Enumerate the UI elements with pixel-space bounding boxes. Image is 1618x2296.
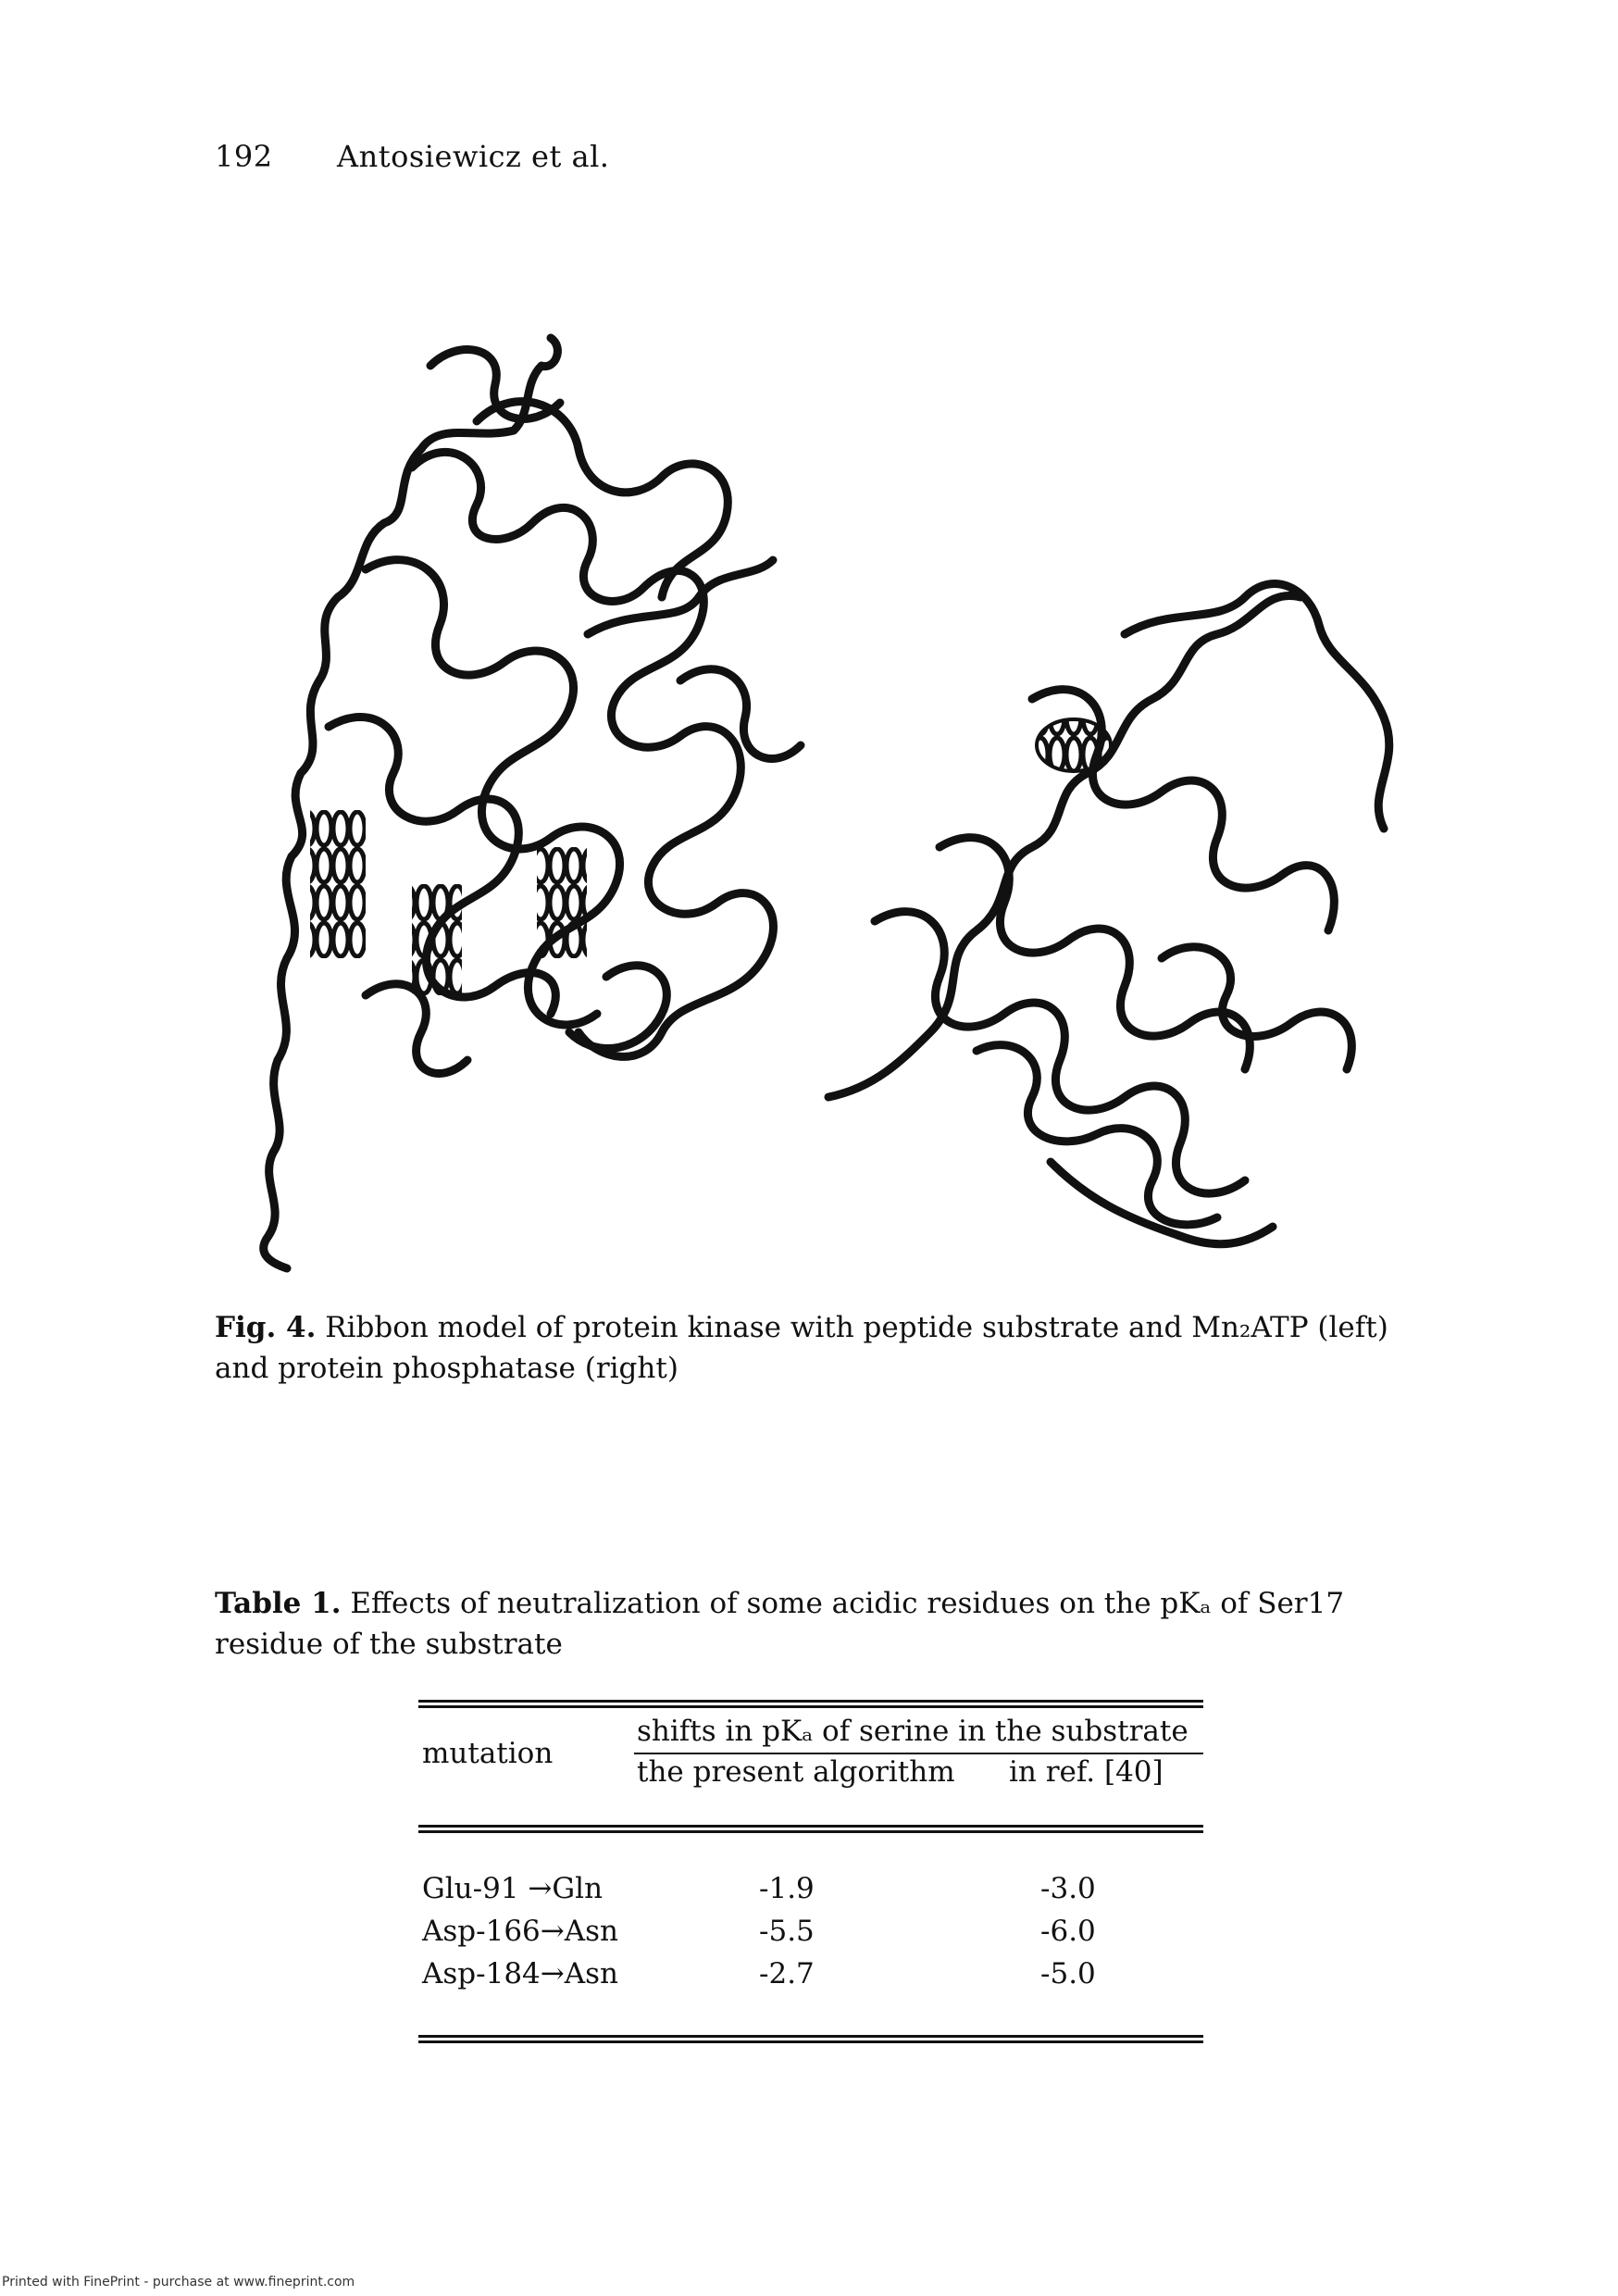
- header-bottom-rule: [418, 1825, 1203, 1828]
- cell-ref: -6.0: [1040, 1915, 1096, 1948]
- cell-present: -1.9: [759, 1872, 815, 1905]
- protein-phosphatase-ribbon: [824, 580, 1394, 1249]
- figure-label: Fig. 4.: [215, 1311, 317, 1344]
- figure-caption: Fig. 4. Ribbon model of protein kinase w…: [215, 1307, 1409, 1389]
- cell-present: -5.5: [759, 1915, 815, 1948]
- column-header-mutation: mutation: [422, 1737, 554, 1770]
- cell-mutation: Asp-166→Asn: [422, 1915, 619, 1948]
- cell-mutation: Glu-91 →Gln: [422, 1872, 604, 1905]
- protein-ribbon-figure: [259, 333, 1394, 1273]
- group-header-rule: [634, 1753, 1203, 1754]
- column-header-present: the present algorithm: [637, 1755, 955, 1789]
- cell-ref: -5.0: [1040, 1957, 1096, 1990]
- page-number: 192: [215, 139, 273, 174]
- table-top-rule: [418, 1700, 1203, 1703]
- cell-mutation: Asp-184→Asn: [422, 1957, 619, 1990]
- header-bottom-rule-2: [418, 1830, 1203, 1833]
- print-footer: Printed with FinePrint - purchase at www…: [2, 2275, 355, 2290]
- table-top-rule-2: [418, 1705, 1203, 1708]
- table-caption-text: Effects of neutralization of some acidic…: [215, 1587, 1345, 1661]
- table-bottom-rule: [418, 2035, 1203, 2038]
- column-header-ref: in ref. [40]: [1009, 1755, 1164, 1789]
- helix-left-3: [537, 847, 587, 958]
- page-header: 192 Antosiewicz et al.: [215, 139, 609, 174]
- table-caption: Table 1. Effects of neutralization of so…: [215, 1583, 1409, 1665]
- helix-left-1: [310, 810, 366, 958]
- table-label: Table 1.: [215, 1587, 342, 1620]
- helix-left-2: [412, 884, 462, 995]
- table-bottom-rule-2: [418, 2040, 1203, 2043]
- cell-ref: -3.0: [1040, 1872, 1096, 1905]
- protein-kinase-ribbon: [259, 333, 805, 1273]
- cell-present: -2.7: [759, 1957, 815, 1990]
- running-authors: Antosiewicz et al.: [337, 139, 610, 174]
- figure-caption-text: Ribbon model of protein kinase with pept…: [215, 1311, 1388, 1385]
- group-header: shifts in pKₐ of serine in the substrate: [637, 1715, 1189, 1748]
- helix-right-1: [1035, 718, 1113, 773]
